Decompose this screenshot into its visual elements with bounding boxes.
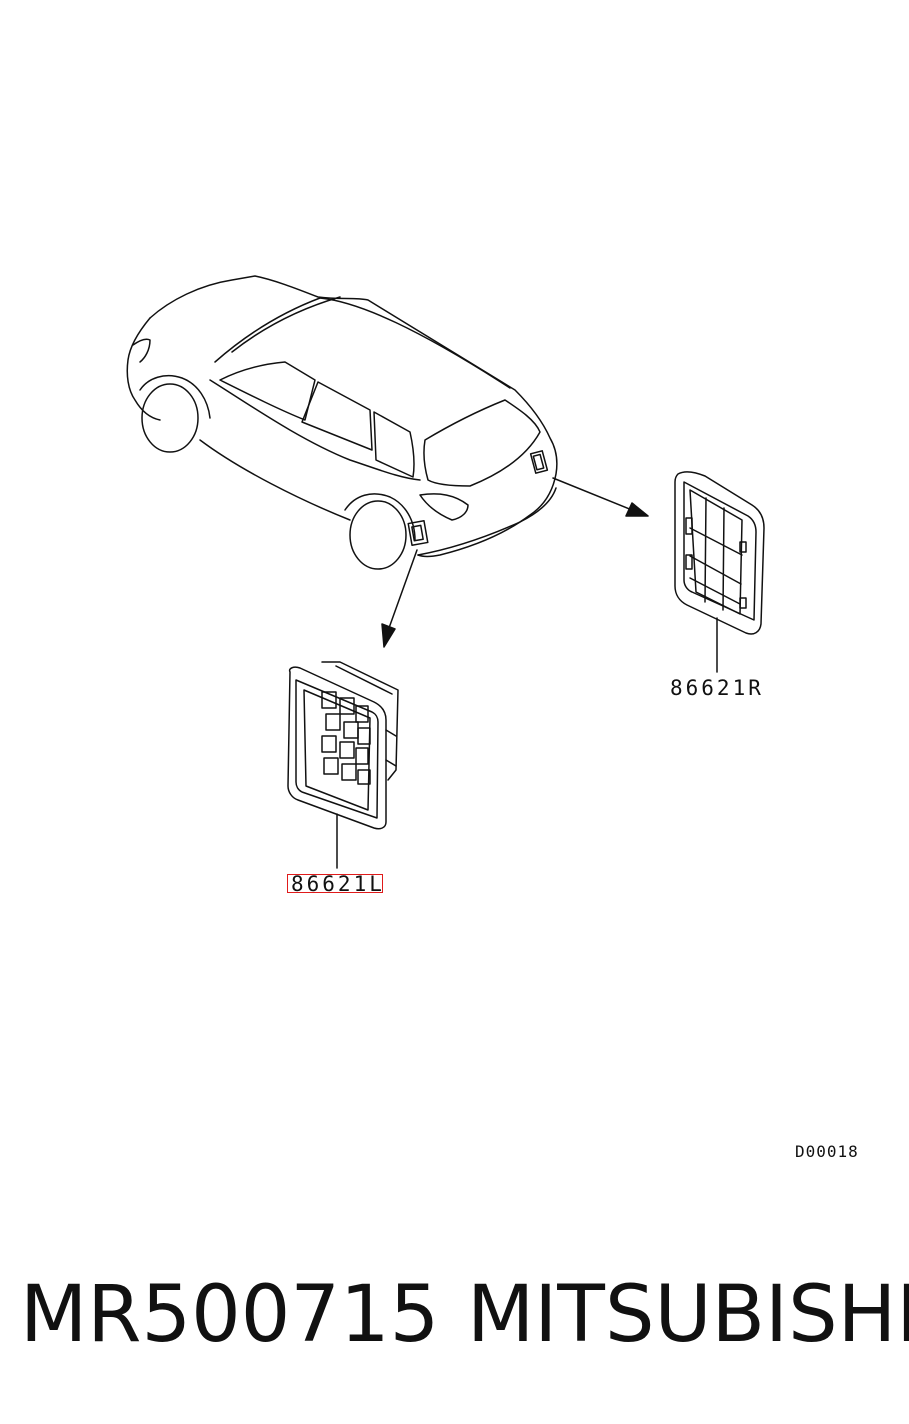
part-number: MR500715	[20, 1270, 440, 1360]
footer: MR500715 MITSUBISHI	[0, 1268, 909, 1368]
part-label-86621l: 86621L	[291, 872, 385, 896]
car-illustration	[126, 275, 558, 570]
highlight-box	[287, 874, 383, 893]
left-vent-part	[287, 661, 399, 869]
arrow-to-left-part	[381, 549, 418, 648]
drawing-code: D00018	[795, 1142, 859, 1161]
vent-grille-cells	[321, 691, 371, 785]
right-vent-part	[674, 471, 765, 673]
arrow-to-right-part	[552, 477, 649, 517]
part-label-86621r: 86621R	[670, 676, 764, 700]
brand-name: MITSUBISHI	[467, 1270, 909, 1360]
